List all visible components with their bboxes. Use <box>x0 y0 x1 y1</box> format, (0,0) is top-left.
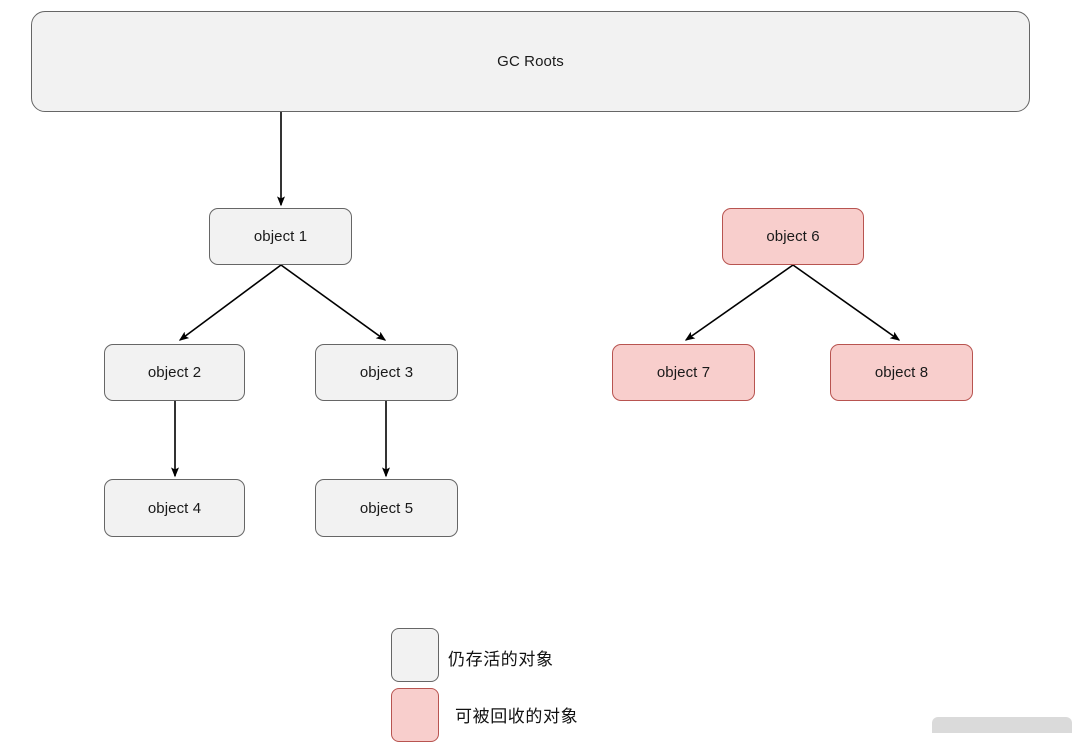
edge-object1-object2 <box>178 264 282 341</box>
node-object-2-label: object 2 <box>147 364 202 381</box>
node-object-8[interactable]: object 8 <box>830 344 973 401</box>
node-object-7[interactable]: object 7 <box>612 344 755 401</box>
node-object-8-label: object 8 <box>874 364 929 381</box>
legend-label-garbage: 可被回收的对象 <box>455 707 579 726</box>
legend-swatch-garbage <box>391 688 439 742</box>
edge-object6-object7 <box>684 264 794 341</box>
node-object-2[interactable]: object 2 <box>104 344 245 401</box>
legend-swatch-alive <box>391 628 439 682</box>
edge-object6-object8 <box>792 264 901 341</box>
node-object-6[interactable]: object 6 <box>722 208 864 265</box>
node-object-4-label: object 4 <box>147 499 202 517</box>
node-object-1[interactable]: object 1 <box>209 208 352 265</box>
node-gc-roots[interactable]: GC Roots <box>31 11 1030 112</box>
edge-object1-object3 <box>280 264 387 341</box>
node-object-6-label: object 6 <box>766 228 820 245</box>
node-object-3-label: object 3 <box>359 364 414 381</box>
node-object-5[interactable]: object 5 <box>315 479 458 537</box>
legend-label-alive: 仍存活的对象 <box>448 650 554 669</box>
node-object-4[interactable]: object 4 <box>104 479 245 537</box>
node-gc-roots-label: GC Roots <box>497 53 564 70</box>
node-object-7-label: object 7 <box>656 364 711 381</box>
bottom-status-bar[interactable] <box>932 717 1072 733</box>
node-object-3[interactable]: object 3 <box>315 344 458 401</box>
node-object-1-label: object 1 <box>253 228 308 245</box>
node-object-5-label: object 5 <box>359 499 414 517</box>
